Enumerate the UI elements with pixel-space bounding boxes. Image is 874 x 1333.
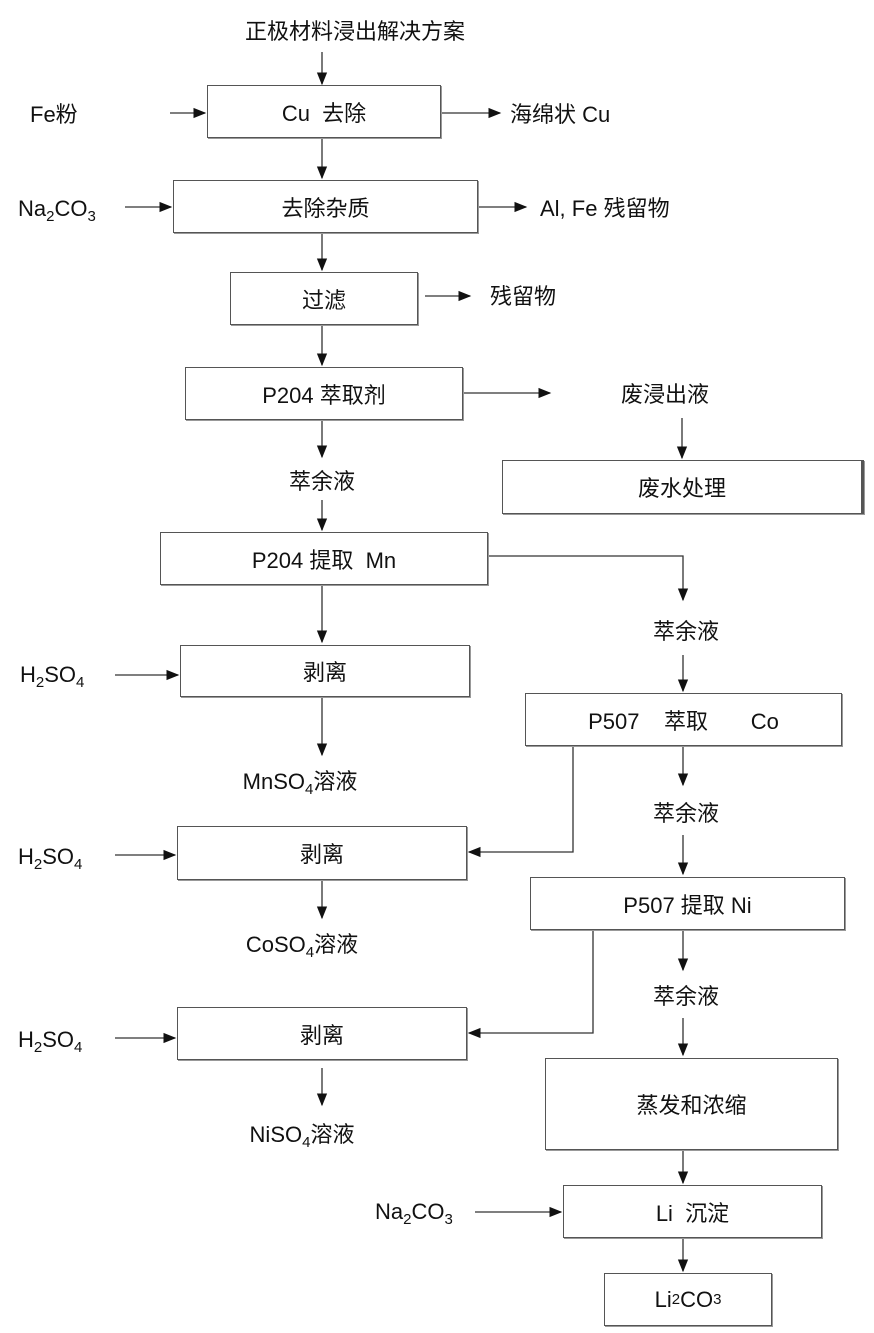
formula-part: CoSO: [245, 932, 306, 957]
formula-sub: 4: [302, 1134, 311, 1151]
step-filtration: 过滤: [230, 272, 418, 325]
step-wastewater: 废水处理: [502, 460, 864, 514]
formula-part: CO: [411, 1199, 445, 1224]
formula-part: CO: [680, 1286, 714, 1312]
input-h2so4-ni: H2SO4: [18, 1027, 83, 1056]
step-impurity-removal: 去除杂质: [173, 180, 478, 233]
formula-sub: 4: [305, 781, 314, 798]
step-li-precipitation: Li 沉淀: [563, 1185, 822, 1238]
formula-part: 溶液: [314, 932, 359, 957]
formula-part: SO: [42, 844, 75, 869]
formula-part: Na: [375, 1199, 404, 1224]
output-coso4: CoSO4溶液: [245, 927, 359, 961]
formula-part: SO: [42, 1027, 75, 1052]
output-mnso4: MnSO4溶液: [242, 764, 358, 798]
raffinate-3: 萃余液: [652, 802, 720, 827]
output-residue: 残留物: [490, 285, 557, 310]
input-fe-powder: Fe粉: [30, 102, 78, 127]
step-p204-extractant: P204 萃取剂: [185, 367, 463, 420]
input-na2co3-li: Na2CO3: [375, 1199, 453, 1228]
formula-part: H: [20, 662, 36, 687]
output-niso4: NiSO4溶液: [249, 1117, 355, 1151]
formula-sub: 2: [33, 856, 43, 873]
input-h2so4-co: H2SO4: [18, 844, 83, 873]
formula-sub: 2: [403, 1211, 412, 1228]
diagram-title: 正极材料浸出解决方案: [244, 20, 466, 45]
input-na2co3: Na2CO3: [18, 196, 96, 225]
formula-part: H: [18, 844, 34, 869]
step-evaporation: 蒸发和浓缩: [545, 1058, 838, 1150]
output-sponge-cu: 海绵状 Cu: [510, 102, 611, 127]
formula-part: 溶液: [310, 1122, 355, 1147]
raffinate-1: 萃余液: [288, 470, 356, 495]
formula-sub: 3: [444, 1211, 453, 1228]
output-waste-leachate: 废浸出液: [620, 383, 710, 408]
step-cu-removal: Cu 去除: [207, 85, 441, 138]
formula-sub: 2: [33, 1039, 43, 1056]
step-p507-co: P507 萃取 Co: [525, 693, 842, 746]
formula-sub: 4: [76, 674, 85, 691]
step-strip-ni: 剥离: [177, 1007, 467, 1060]
formula-part: CO: [54, 196, 88, 221]
formula-sub: 4: [74, 1039, 83, 1056]
formula-part: MnSO: [242, 769, 305, 794]
input-h2so4-mn: H2SO4: [20, 662, 85, 691]
formula-sub: 3: [87, 208, 96, 225]
formula-sub: 4: [74, 856, 83, 873]
formula-part: Li: [654, 1286, 672, 1312]
raffinate-4: 萃余液: [652, 985, 720, 1010]
output-al-fe-residue: Al, Fe 残留物: [540, 196, 670, 221]
step-strip-co: 剥离: [177, 826, 467, 880]
step-p507-ni: P507 提取 Ni: [530, 877, 845, 930]
formula-sub: 4: [305, 944, 315, 961]
step-p204-mn: P204 提取 Mn: [160, 532, 488, 585]
formula-part: H: [18, 1027, 34, 1052]
formula-sub: 2: [46, 208, 55, 225]
raffinate-2: 萃余液: [652, 620, 720, 645]
formula-sub: 2: [35, 674, 45, 691]
formula-part: 溶液: [313, 769, 358, 794]
step-strip-mn: 剥离: [180, 645, 470, 697]
formula-part: NiSO: [249, 1122, 303, 1147]
formula-part: Na: [18, 196, 47, 221]
formula-part: SO: [44, 662, 77, 687]
